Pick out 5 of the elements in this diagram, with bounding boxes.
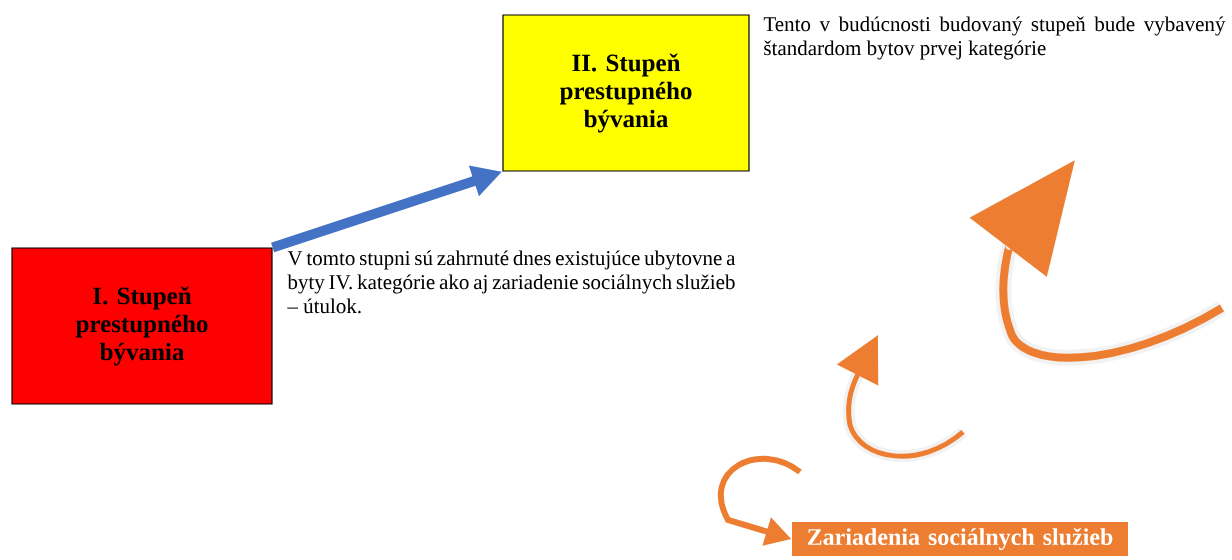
stage-box: II. Stupeň prestupného bývania xyxy=(502,14,750,172)
label-banner: Zariadenia sociálnych služieb xyxy=(792,522,1128,556)
description-text: Tento v budúcnosti budovaný stupeň bude vybavený štandardom bytov prvej kategórie xyxy=(763,16,1226,60)
stage-box: I. Stupeň prestupného bývania xyxy=(11,247,273,405)
description-text: V tomto stupni sú zahrnuté dnes existujúce ubytovne a byty IV. kategórie ako aj zariadenie sociálnych služieb – útulok. xyxy=(287,250,736,314)
